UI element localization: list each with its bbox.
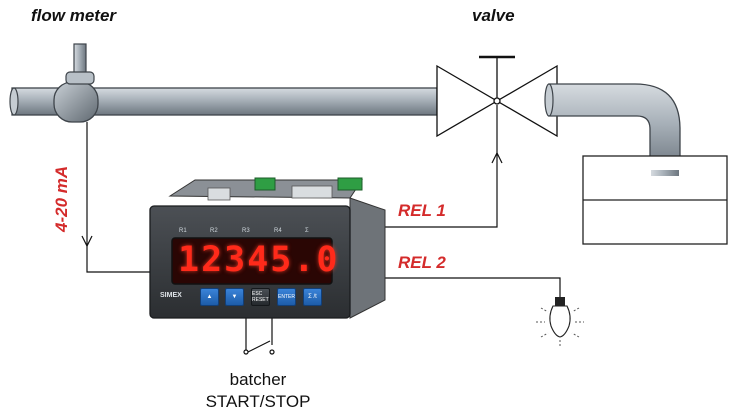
signal-label: 4-20 mA <box>52 165 71 232</box>
tank <box>582 155 728 245</box>
relay2-wire <box>383 277 561 298</box>
flow-meter-label: flow meter <box>31 6 117 25</box>
relay-indicator-r3: R3 <box>242 228 250 234</box>
relay-indicator-r2: R2 <box>210 228 218 234</box>
relay1-label: REL 1 <box>398 201 446 220</box>
esc-reset-button[interactable]: ESC RESET <box>251 288 270 306</box>
down-button[interactable]: ▼ <box>225 288 244 306</box>
flow-meter-body <box>53 43 99 123</box>
relay-indicator-sum: Σ <box>305 228 309 234</box>
relay2-label: REL 2 <box>398 253 446 272</box>
valve-symbol <box>436 55 558 138</box>
lamp-icon <box>536 297 584 348</box>
start-stop-label: START/STOP <box>205 392 311 411</box>
start-stop-switch <box>243 318 275 355</box>
counter-display: 12345.0 <box>178 240 340 280</box>
relay-indicator-r1: R1 <box>179 228 187 234</box>
sum-button[interactable]: Σ /t <box>303 288 322 306</box>
up-button[interactable]: ▲ <box>200 288 219 306</box>
valve-label: valve <box>472 6 515 25</box>
brand-logo: SIMEX <box>160 292 182 299</box>
relay1-wire <box>383 105 503 228</box>
signal-wire <box>81 122 152 273</box>
batcher-label: batcher <box>229 370 287 389</box>
enter-button[interactable]: ENTER <box>277 288 296 306</box>
relay-indicator-r4: R4 <box>274 228 282 234</box>
